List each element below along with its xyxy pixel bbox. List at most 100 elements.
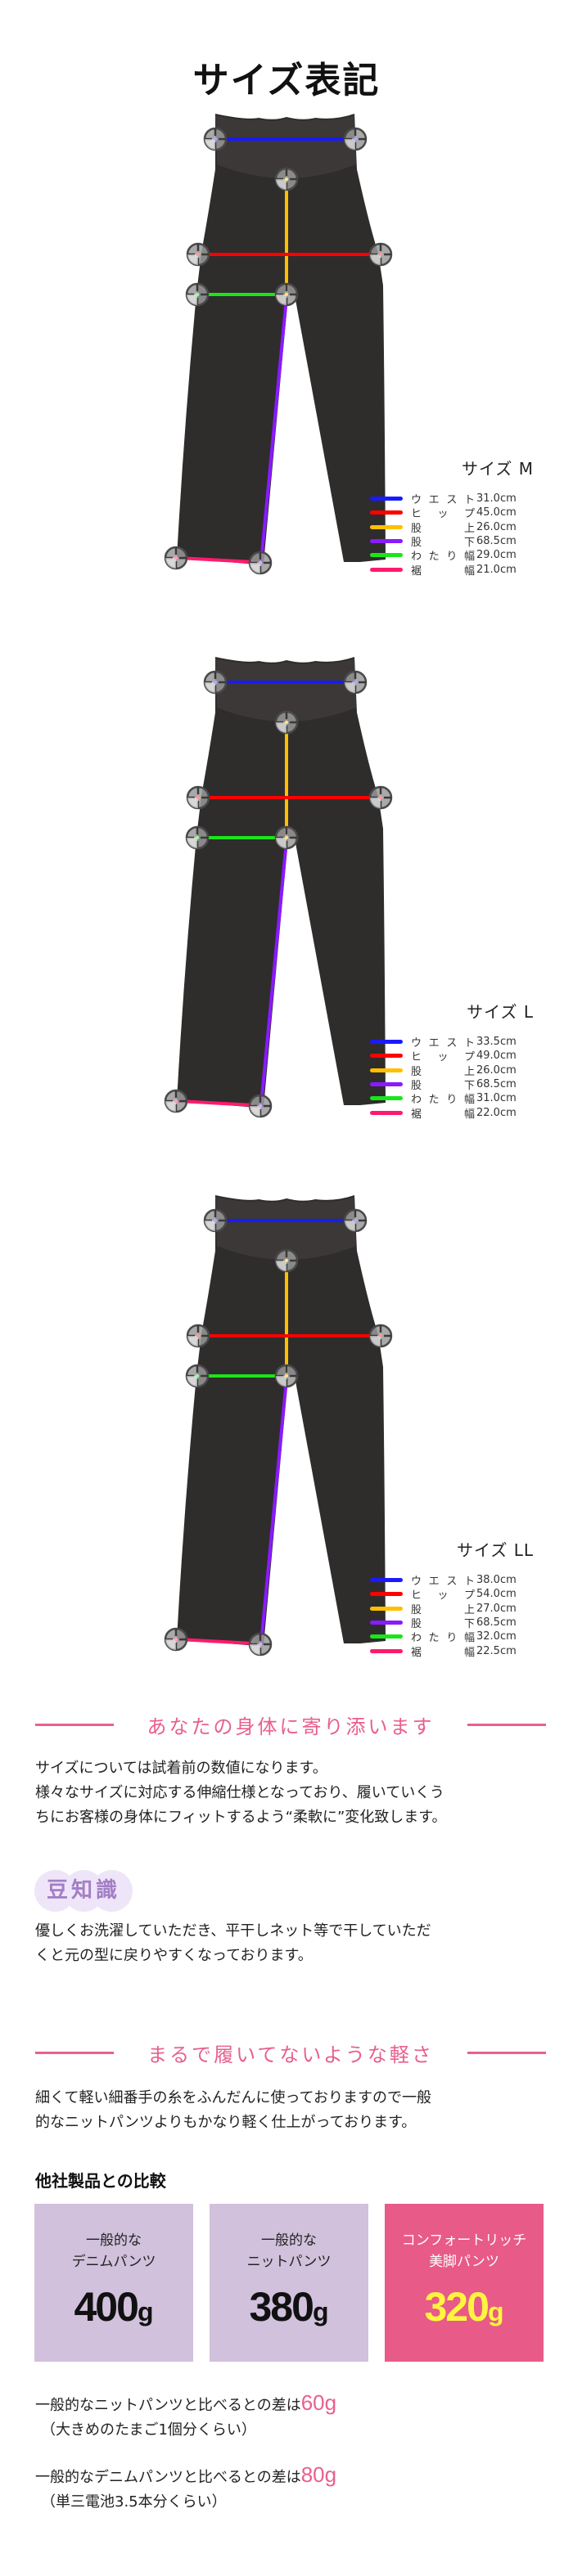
- card-label-line2: デニムパンツ: [71, 2254, 156, 2270]
- measure-point-icon: [274, 710, 299, 735]
- legend-value: 31.0cm: [476, 492, 517, 505]
- measure-point-icon: [164, 1627, 188, 1652]
- measure-point-icon: [203, 670, 228, 695]
- measure-point-icon: [248, 551, 273, 575]
- legend-value: 38.0cm: [476, 1574, 517, 1586]
- tip-description: 優しくお洗濯していただき、平干しネット等で干していただ くと元の型に戻りやすくな…: [35, 1919, 543, 1968]
- heading-rule-left: [35, 2051, 114, 2054]
- comparison-card-denim: 一般的な デニムパンツ 400g: [34, 2204, 193, 2362]
- measure-point-icon: [203, 1208, 228, 1233]
- legend-row-thigh: わたり幅 32.0cm: [370, 1630, 534, 1645]
- legend-value: 68.5cm: [476, 1077, 517, 1090]
- card-label-line2: 美脚パンツ: [429, 2254, 499, 2270]
- legend-row-waist: ウエスト 31.0cm: [370, 492, 534, 506]
- legend-label: ウエスト: [411, 1576, 475, 1588]
- badge-label: 豆知識: [46, 1878, 120, 1903]
- legend-swatch: [370, 1620, 403, 1625]
- legend-row-hip: ヒップ 54.0cm: [370, 1587, 534, 1602]
- measure-point-icon: [368, 785, 393, 810]
- legend-label: 股下: [411, 1617, 475, 1630]
- heading-rule-right: [467, 1723, 546, 1726]
- legend-row-thigh: わたり幅 29.0cm: [370, 548, 534, 563]
- legend-row-hem: 裾幅 21.0cm: [370, 563, 534, 578]
- legend-row-thigh: わたり幅 31.0cm: [370, 1091, 534, 1107]
- measure-point-icon: [368, 1324, 393, 1348]
- legend-value: 22.5cm: [476, 1644, 517, 1657]
- legend-swatch: [370, 497, 403, 501]
- legend-row-rise: 股上 26.0cm: [370, 1063, 534, 1078]
- legend-label: 股上: [411, 1603, 475, 1616]
- card-label: 一般的な ニットパンツ: [210, 2230, 368, 2273]
- size-figure-m: サイズ M ウエスト 31.0cm ヒップ 45.0cm 股上 26.0cm 股…: [0, 86, 573, 626]
- legend-value: 31.0cm: [476, 1092, 517, 1105]
- legend-value: 21.0cm: [476, 563, 517, 576]
- legend-value: 32.0cm: [476, 1630, 517, 1643]
- heading-text: まるで履いてないような軽さ: [147, 2043, 434, 2066]
- legend-swatch: [370, 510, 403, 515]
- difference-knit-note: （大きめのたまご1個分くらい）: [41, 2421, 256, 2439]
- card-weight: 380g: [210, 2282, 368, 2336]
- legend-label: 股下: [411, 1079, 475, 1092]
- difference-amount: 80g: [300, 2462, 337, 2487]
- legend-value: 26.0cm: [476, 1063, 517, 1077]
- comparison-card-knit: 一般的な ニットパンツ 380g: [210, 2204, 368, 2362]
- legend-label: わたり幅: [411, 1632, 475, 1645]
- legend-row-rise: 股上 27.0cm: [370, 1602, 534, 1616]
- card-label-line1: コンフォートリッチ: [401, 2232, 527, 2249]
- legend-row-waist: ウエスト 38.0cm: [370, 1573, 534, 1588]
- weight-unit: g: [312, 2297, 329, 2326]
- legend-swatch: [370, 1634, 403, 1639]
- difference-text: 一般的なデニムパンツと比べるとの差は: [35, 2469, 301, 2486]
- legend-swatch: [370, 567, 403, 572]
- legend-label: ヒップ: [411, 1051, 475, 1064]
- difference-knit: 一般的なニットパンツと比べるとの差は60g: [35, 2390, 336, 2418]
- measure-point-icon: [186, 242, 210, 267]
- legend-label: わたり幅: [411, 1094, 475, 1107]
- difference-denim: 一般的なデニムパンツと比べるとの差は80g: [35, 2462, 336, 2490]
- legend-swatch: [370, 1592, 403, 1597]
- text-line: サイズについては試着前の数値になります。: [35, 1760, 327, 1777]
- card-label-line2: ニットパンツ: [246, 2254, 332, 2270]
- text-line: ちにお客様の身体にフィットするよう“柔軟に”変化致します。: [35, 1809, 447, 1826]
- measure-point-icon: [343, 670, 368, 695]
- legend-size-label: サイズ M: [461, 459, 534, 479]
- measure-point-icon: [185, 825, 210, 850]
- text-line: 様々なサイズに対応する伸縮仕様となっており、履いていくう: [35, 1784, 444, 1801]
- legend-swatch: [370, 1040, 403, 1044]
- legend-value: 45.0cm: [476, 506, 517, 519]
- heading-text: あなたの身体に寄り添います: [147, 1715, 435, 1738]
- weight-value: 400: [74, 2284, 139, 2330]
- fit-description: サイズについては試着前の数値になります。 様々なサイズに対応する伸縮仕様となって…: [35, 1756, 543, 1830]
- card-label-line1: 一般的な: [86, 2232, 142, 2249]
- legend-swatch: [370, 538, 403, 543]
- legend-size-label: サイズ L: [467, 1002, 534, 1022]
- measure-point-icon: [274, 1248, 299, 1273]
- difference-denim-note: （単三電池3.5本分くらい）: [41, 2493, 227, 2511]
- badge-bubble: [91, 1870, 133, 1912]
- tip-badge: 豆知識: [34, 1870, 133, 1912]
- pants-diagram: [164, 114, 393, 575]
- card-label: コンフォートリッチ 美脚パンツ: [385, 2230, 544, 2273]
- legend-value: 29.0cm: [476, 549, 517, 562]
- legend-row-inseam: 股下 68.5cm: [370, 534, 534, 549]
- weight-unit: g: [137, 2297, 154, 2326]
- legend-label: 裾幅: [411, 564, 475, 578]
- legend-label: 股下: [411, 536, 475, 549]
- comparison-card-product: コンフォートリッチ 美脚パンツ 320g: [385, 2204, 544, 2362]
- text-line: 的なニットパンツよりもかなり軽く仕上がっております。: [35, 2114, 417, 2131]
- size-legend: サイズ M ウエスト 31.0cm ヒップ 45.0cm 股上 26.0cm 股…: [370, 456, 534, 578]
- legend-label: 裾幅: [411, 1646, 475, 1659]
- text-line: くと元の型に戻りやすくなっております。: [35, 1947, 313, 1964]
- legend-row-hip: ヒップ 49.0cm: [370, 1049, 534, 1063]
- legend-swatch: [370, 524, 403, 529]
- size-figure-ll: サイズ LL ウエスト 38.0cm ヒップ 54.0cm 股上 27.0cm …: [0, 1167, 573, 1707]
- text-line: 細くて軽い細番手の糸をふんだんに使っておりますので一般: [35, 2089, 432, 2106]
- measure-point-icon: [368, 242, 393, 267]
- legend-label: 裾幅: [411, 1108, 475, 1121]
- legend-row-hip: ヒップ 45.0cm: [370, 506, 534, 520]
- legend-swatch: [370, 553, 403, 558]
- measure-point-icon: [248, 1094, 273, 1118]
- size-legend: サイズ L ウエスト 33.5cm ヒップ 49.0cm 股上 26.0cm 股…: [370, 999, 534, 1121]
- size-figure-l: サイズ L ウエスト 33.5cm ヒップ 49.0cm 股上 26.0cm 股…: [0, 629, 573, 1169]
- legend-row-inseam: 股下 68.5cm: [370, 1616, 534, 1630]
